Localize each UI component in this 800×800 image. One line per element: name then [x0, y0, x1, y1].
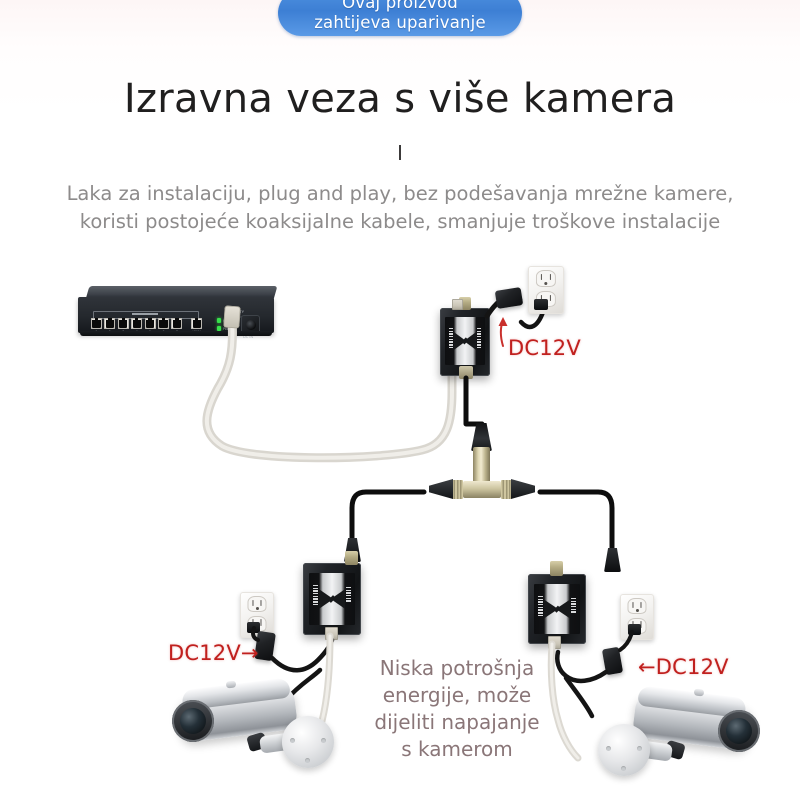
switch-dc-jack: [241, 315, 260, 334]
bullet-camera-left: [160, 677, 340, 798]
dc12v-label-left: DC12V→: [168, 641, 259, 665]
camera-lens-right: [724, 716, 754, 746]
transmitter-spec-text-right: [477, 328, 481, 349]
splitter-nut-right: [501, 480, 512, 499]
rj45-port: [171, 318, 183, 329]
bnc-connector-receiver-left: [345, 551, 358, 565]
rj45-port: [91, 318, 102, 329]
switch-front-panel: 1 2 3 4 5 6 7 WAN SYS Power DI: [78, 297, 274, 339]
receiver-right-label-panel: [534, 584, 580, 634]
splitter-stem: [473, 447, 490, 487]
transmitter-box: [440, 297, 490, 379]
splitter-hub: [463, 481, 501, 498]
title-divider-tick: [399, 145, 401, 160]
bnc-boot-right-branch: [604, 548, 621, 572]
receiver-right-spec-text-b: [571, 598, 576, 613]
led-label: Power: [223, 326, 233, 331]
rj45-port-wan: [191, 318, 203, 329]
outlet-socket-upper: [627, 598, 647, 614]
switch-port-group: [91, 318, 203, 329]
rj45-port: [117, 318, 129, 329]
pairing-badge-label: Ovaj proizvod zahtijeva uparivanje: [314, 0, 486, 32]
bnc-connector-transmitter-bottom: [459, 366, 473, 379]
rj45-port: [157, 318, 169, 329]
rj45-port: [144, 318, 156, 329]
dc12v-label-right: ←DC12V: [638, 655, 729, 679]
switch-dc-label: DC IN: [243, 335, 254, 339]
camera-lens-left: [178, 706, 208, 736]
splitter-nut-left: [452, 480, 463, 499]
outlet-socket-upper: [535, 270, 557, 287]
switch-base: [80, 331, 272, 336]
power-sharing-caption: Niska potrošnja energije, može dijeliti …: [374, 656, 540, 761]
bnc-t-splitter: [423, 423, 541, 509]
splitter-top-connector: [471, 423, 492, 451]
bnc-connector-receiver-right: [550, 561, 563, 576]
camera-shade-screw-right: [693, 688, 705, 697]
power-led: [217, 326, 221, 331]
receiver-box-right: [528, 561, 586, 649]
plug-in-outlet-right: [628, 624, 641, 635]
receiver-box-left: [303, 551, 361, 640]
page-subtitle: Laka za instalaciju, plug and play, bez …: [66, 182, 734, 233]
receiver-right-spec-text-a: [538, 596, 543, 617]
rj45-jack-transmitter: [452, 299, 463, 310]
camera-wall-plate-left: [282, 716, 334, 768]
rj45-port: [104, 318, 116, 329]
transmitter-label-panel: [445, 317, 485, 365]
page-title: Izravna veza s više kamera: [123, 76, 677, 122]
rj45-port: [131, 318, 143, 329]
status-led: [217, 318, 221, 323]
plug-in-outlet-top: [534, 299, 548, 310]
bullet-camera-right: [590, 684, 780, 800]
outlet-socket-upper: [247, 596, 267, 612]
transmitter-spec-text-left: [449, 328, 453, 349]
led-row-power: Power: [217, 326, 233, 331]
network-switch: 1 2 3 4 5 6 7 WAN SYS Power DI: [78, 286, 278, 339]
camera-wall-plate-right: [598, 724, 650, 776]
receiver-left-label-panel: [309, 573, 355, 625]
receiver-left-spec-text-b: [346, 587, 351, 602]
receiver-left-spec-text-a: [313, 585, 318, 606]
pairing-required-badge[interactable]: Ovaj proizvod zahtijeva uparivanje: [278, 0, 522, 36]
dc12v-label-top: DC12V: [508, 336, 581, 360]
